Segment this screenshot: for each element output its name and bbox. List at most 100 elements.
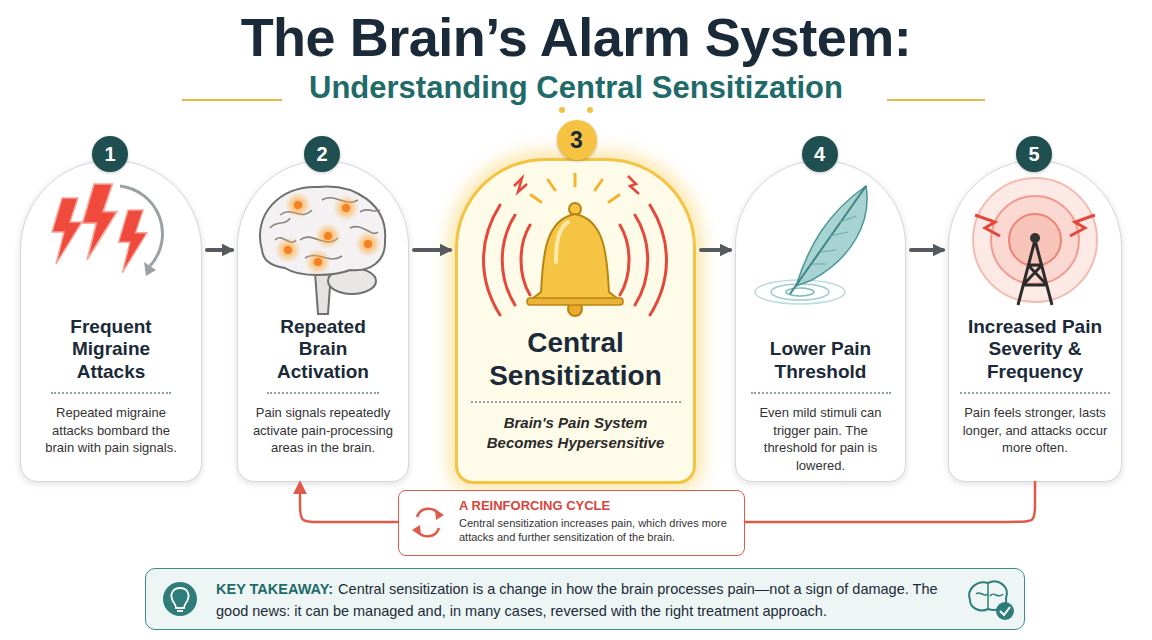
callout-body: Central sensitization increases pain, wh… [459,516,738,545]
bell-icon [527,298,623,305]
cycle-icon [435,509,444,520]
callout-heading: A REINFORCING CYCLE [459,498,738,513]
bell-icon [568,302,582,316]
cycle-callout-box: A REINFORCING CYCLE Central sensitization… [398,490,745,556]
flow-arrow [701,248,730,252]
brain-icon [305,249,331,275]
cycle-icon [412,509,444,537]
bell-icon [484,205,531,315]
step-description: Pain signals repeatedly activate pain-pr… [249,404,397,457]
step-number-badge: 2 [304,136,340,172]
brain-icon [284,246,292,254]
brain-icon [260,187,385,314]
signal-tower-icon [1009,214,1061,266]
brain-check-icon [976,584,1003,608]
lightbulb-icon [177,610,183,612]
step-heading: Repeated Brain Activation [267,309,379,394]
takeaway-box: KEY TAKEAWAY:Central sensitization is a … [145,568,1025,630]
diagram-title: The Brain’s Alarm System: [0,6,1152,68]
subtitle-rule [887,99,985,101]
step-number: 1 [104,143,115,166]
brain-icon [342,204,350,212]
step-card: Increased Pain Severity & FrequencyPain … [948,160,1122,482]
feather-icon [755,280,845,304]
signal-tower-icon [973,178,1097,302]
brain-icon [270,198,380,259]
flow-arrow [911,248,943,252]
step-number: 3 [570,127,583,154]
feather-icon [812,216,856,264]
lightning-icon [119,210,148,273]
subtitle: Understanding Central Sensitization [0,70,1152,106]
brain-icon [333,195,359,221]
cycle-icon [417,528,439,536]
step-card: Frequent Migraine AttacksRepeated migrai… [20,160,202,482]
subtitle-rule [182,99,282,101]
feather-icon [771,284,829,300]
step-number-badge: 5 [1016,136,1052,172]
cycle-connector [300,483,398,522]
lightning-icon [144,262,156,276]
step-heading: Frequent Migraine Attacks [51,309,171,394]
signal-tower-icon [975,215,1095,236]
brain-check-icon [969,581,1007,610]
brain-icon [275,237,301,263]
step-number-badge: 4 [802,136,838,172]
bell-icon [569,203,581,215]
step-number-badge: 3 [557,120,597,160]
step-number: 2 [316,143,327,166]
lightning-icon [83,184,118,260]
brain-icon [285,192,311,218]
bell-icon [514,176,639,194]
step-description: Brain's Pain System Becomes Hypersensiti… [471,413,681,454]
flow-arrow [207,248,232,252]
cycle-icon [412,525,421,536]
brain-check-icon [969,581,1014,620]
cycle-connector [745,482,1035,522]
cycle-icon [417,509,439,517]
feather-icon [790,186,866,294]
brain-icon [328,268,376,294]
brain-icon [314,258,322,266]
lightning-icon [52,198,82,264]
brain-icon [315,223,341,249]
flow-arrow [414,248,450,252]
brain-icon [294,201,302,209]
lightbulb-icon [171,588,188,608]
signal-tower-icon [973,178,1097,305]
step-card: Central SensitizationBrain's Pain System… [455,158,696,484]
subtitle-rule [559,107,565,113]
step-card: Lower Pain ThresholdEven mild stimuli ca… [735,160,906,482]
brain-icon [324,232,332,240]
brain-icon [315,272,331,314]
feather-icon [786,288,814,296]
brain-check-icon [996,602,1014,620]
signal-tower-icon [1030,233,1040,243]
lightning-icon [52,184,163,276]
step-description: Pain feels stronger, lasts longer, and a… [960,404,1110,457]
step-heading: Lower Pain Threshold [751,309,891,394]
step-number: 4 [814,143,825,166]
step-heading: Increased Pain Severity & Frequency [960,309,1110,394]
lightbulb-icon [163,582,197,616]
brain-icon [364,240,372,248]
brain-icon [260,187,385,275]
subtitle-rule [587,107,593,113]
bell-icon [556,222,568,262]
takeaway-label: KEY TAKEAWAY: [216,581,333,597]
brain-icon [355,231,381,257]
step-number: 5 [1028,143,1039,166]
feather-icon [755,186,867,304]
brain-check-icon [1000,607,1010,615]
bell-icon [484,174,667,316]
feather-icon [796,186,867,286]
step-description: Repeated migraine attacks bombard the br… [36,404,186,457]
lightning-icon [120,186,163,266]
step-number-badge: 1 [92,136,128,172]
bell-icon [531,174,619,202]
signal-tower-icon [991,196,1079,284]
bell-icon [529,214,621,302]
step-heading: Central Sensitization [471,313,681,403]
lightbulb-icon [163,582,197,616]
